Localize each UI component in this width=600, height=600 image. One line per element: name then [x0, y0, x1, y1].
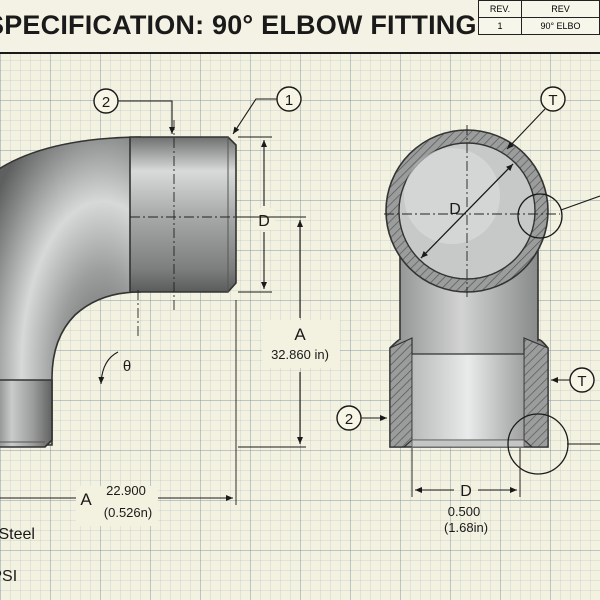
pressure-note: 0 PSI [0, 568, 18, 585]
theta-arc [98, 351, 119, 385]
dim-a-horizontal-value-alt: (0.526n) [104, 505, 152, 520]
dim-a-horizontal-label: A [80, 490, 92, 509]
dim-a-vertical-value: 32.860 in) [271, 347, 329, 362]
dim-d-bottom-value: 0.500 [448, 504, 481, 519]
material-note: ss Steel [0, 526, 35, 543]
title-block: SPECIFICATION: 90° ELBOW FITTING REV. RE… [0, 0, 600, 54]
leader-1 [232, 98, 277, 135]
drawing-title: SPECIFICATION: 90° ELBOW FITTING [0, 10, 477, 40]
theta-label: θ [123, 358, 131, 375]
dim-d-diameter-label: D [449, 201, 461, 218]
elbow-end-view: D T T 2 D 0.500 (1.68in) [336, 86, 600, 535]
elbow-bend [0, 136, 141, 446]
elbow-outlet-section [129, 136, 237, 293]
bore-surface [411, 353, 525, 441]
leader-2 [118, 100, 175, 134]
callout-t-side-label: T [577, 373, 586, 390]
rev-description: 90° ELBO [521, 17, 600, 35]
revision-row: 1 90° ELBO [478, 17, 600, 35]
revision-table: REV. REV 1 90° ELBO [478, 0, 600, 35]
callout-balloon-t-top [540, 86, 566, 112]
callout-2-label: 2 [102, 94, 110, 111]
elbow-side-view: 2 1 D A 32.860 in) θ A 22.900 (0.526n) [0, 86, 340, 526]
dim-a-horizontal-value: 22.900 [106, 483, 146, 498]
elbow-inlet-section [0, 379, 53, 448]
dim-d-bottom-label: D [460, 483, 472, 500]
dim-d-label: D [258, 213, 270, 230]
callout-1-label: 1 [285, 92, 293, 109]
callout-2-right-label: 2 [345, 411, 353, 428]
section-wall-left [389, 337, 413, 448]
leader-t-top [506, 108, 546, 150]
section-wall-right [523, 337, 549, 448]
detail-circle-wall [517, 193, 563, 239]
callout-t-top-label: T [548, 92, 557, 109]
dim-d-bottom-value-alt: (1.68in) [444, 520, 488, 535]
dim-a-vertical-label: A [294, 325, 306, 344]
